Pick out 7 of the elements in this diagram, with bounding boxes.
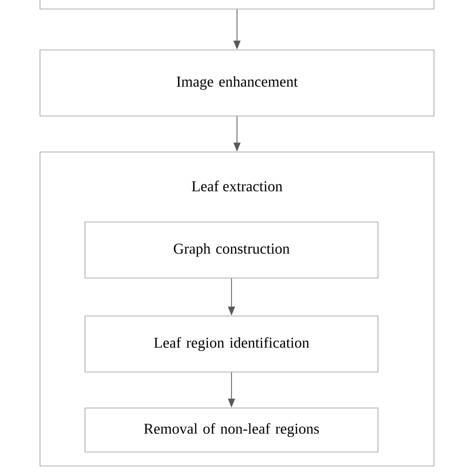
process-box: Graph construction <box>84 222 378 278</box>
process-box: Leaf region identification <box>84 316 378 372</box>
group-box <box>40 152 434 466</box>
process-box: Removal of non-leaf regions <box>84 408 378 452</box>
empty-box <box>40 0 434 10</box>
process-box: Image enhancement <box>40 50 434 116</box>
group-title: Leaf extraction <box>192 180 282 192</box>
